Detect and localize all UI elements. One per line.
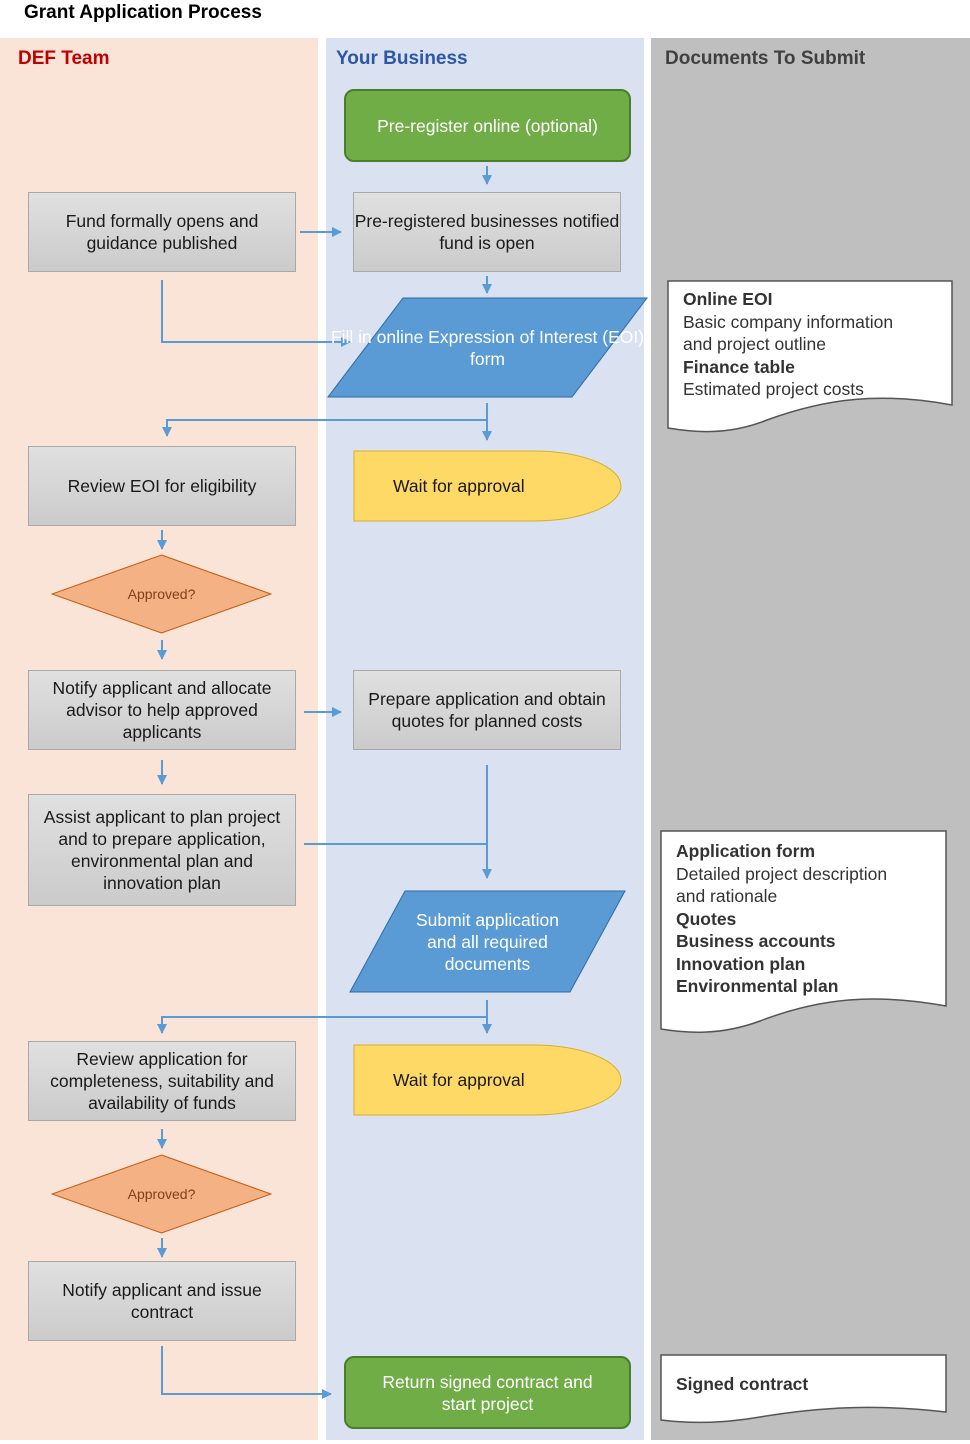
lane-documents: Documents To Submit bbox=[651, 38, 970, 1440]
arrow-fund-to-eoi bbox=[161, 280, 351, 347]
doc-eoi-line-3: Estimated project costs bbox=[683, 379, 864, 399]
doc-app-line-1: Detailed project description bbox=[676, 863, 888, 884]
io-fill-eoi: Fill in online Expression of Interest (E… bbox=[327, 297, 648, 398]
step-notify-contract: Notify applicant and issue contract bbox=[28, 1261, 296, 1341]
doc-eoi-heading-2: Finance table bbox=[683, 356, 795, 377]
decision-approved-application: Approved? bbox=[51, 1154, 272, 1234]
wait-approval-eoi: Wait for approval bbox=[353, 450, 623, 522]
step-assist-applicant: Assist applicant to plan project and to … bbox=[28, 794, 296, 906]
step-notified-fund-open: Pre-registered businesses notified fund … bbox=[353, 192, 621, 272]
start-preregister: Pre-register online (optional) bbox=[344, 89, 631, 162]
wait-approval-application-label: Wait for approval bbox=[393, 1070, 525, 1090]
doc-app-item-2: Business accounts bbox=[676, 931, 836, 951]
lane-title-your-business: Your Business bbox=[336, 48, 468, 69]
doc-eoi-line-2: and project outline bbox=[683, 334, 827, 354]
step-review-application: Review application for completeness, sui… bbox=[28, 1041, 296, 1121]
doc-app-item-1: Quotes bbox=[676, 908, 737, 929]
doc-app-item-3: Innovation plan bbox=[676, 953, 806, 974]
doc-app-line-2: and rationale bbox=[676, 886, 778, 906]
wait-approval-application: Wait for approval bbox=[353, 1044, 623, 1116]
step-review-eoi: Review EOI for eligibility bbox=[28, 446, 296, 526]
decision-approved-eoi-label: Approved? bbox=[127, 586, 196, 602]
document-application: Application form Detailed project descri… bbox=[660, 830, 948, 1042]
step-fund-opens: Fund formally opens and guidance publish… bbox=[28, 192, 296, 272]
end-return-contract: Return signed contract and start project bbox=[344, 1356, 631, 1429]
document-online-eoi: Online EOI Basic company information and… bbox=[667, 280, 954, 438]
doc-eoi-line-1: Basic company information bbox=[683, 311, 894, 332]
page-title: Grant Application Process bbox=[24, 2, 262, 23]
arrow-notify-to-return bbox=[161, 1346, 332, 1399]
lane-title-documents: Documents To Submit bbox=[665, 48, 866, 69]
lane-title-def-team: DEF Team bbox=[18, 48, 110, 69]
step-prepare-application: Prepare application and obtain quotes fo… bbox=[353, 670, 621, 750]
io-fill-eoi-label: Fill in online Expression of Interest (E… bbox=[330, 326, 645, 369]
decision-approved-application-label: Approved? bbox=[127, 1186, 196, 1202]
step-notify-allocate: Notify applicant and allocate advisor to… bbox=[28, 670, 296, 750]
doc-contract-heading-1: Signed contract bbox=[676, 1374, 809, 1394]
decision-approved-eoi: Approved? bbox=[51, 554, 272, 634]
document-signed-contract: Signed contract bbox=[660, 1354, 948, 1426]
io-submit-application: Submit application and all required docu… bbox=[349, 890, 626, 993]
arrow-submit-to-review bbox=[157, 1016, 487, 1034]
doc-eoi-heading-1: Online EOI bbox=[683, 289, 773, 309]
io-submit-application-label: Submit application and all required docu… bbox=[416, 909, 559, 974]
wait-approval-eoi-label: Wait for approval bbox=[393, 476, 525, 496]
doc-app-item-4: Environmental plan bbox=[676, 976, 839, 996]
doc-app-heading-1: Application form bbox=[676, 841, 816, 861]
arrow-eoi-to-review bbox=[162, 419, 487, 437]
